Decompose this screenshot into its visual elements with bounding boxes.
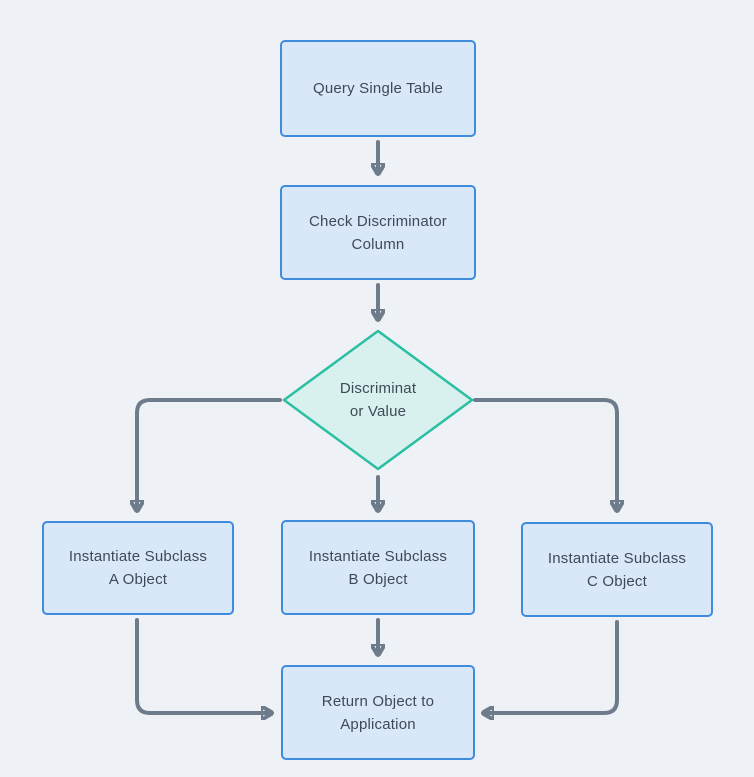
connector-decision-to-subclass-a <box>137 398 282 513</box>
node-label: Instantiate Subclass <box>68 548 208 565</box>
decision-diamond-icon <box>282 329 474 471</box>
node-label: Query Single Table <box>312 80 444 97</box>
node-label: or Value <box>349 403 407 420</box>
node-label: Discriminat <box>339 380 417 397</box>
node-label: A Object <box>108 571 168 588</box>
node-query-single-table: Query Single Table <box>280 40 476 137</box>
node-label: C Object <box>587 572 647 590</box>
node-label: Column <box>351 235 405 253</box>
node-label: Return Object to <box>321 692 435 710</box>
node-label: Instantiate Subclass <box>308 547 448 565</box>
connector-subclass-a-to-return <box>135 618 274 713</box>
node-label: Application <box>340 715 416 733</box>
node-instantiate-subclass-b: Instantiate Subclass B Object <box>281 520 475 615</box>
node-return-object-to-application: Return Object to Application <box>281 665 475 760</box>
node-label: Instantiate Subclass <box>547 549 687 567</box>
connector-subclass-c-to-return <box>481 620 619 713</box>
node-instantiate-subclass-c: Instantiate Subclass C Object <box>521 522 713 617</box>
node-label: Check Discriminator <box>309 212 447 230</box>
node-instantiate-subclass-a: Instantiate Subclass A Object <box>42 521 234 615</box>
node-discriminator-value-decision: Discriminat or Value <box>278 325 478 475</box>
node-label: B Object <box>348 570 408 588</box>
decision-label: Discriminat or Value <box>340 377 416 423</box>
node-check-discriminator-column: Check Discriminator Column <box>280 185 476 280</box>
connector-decision-to-subclass-c <box>473 398 617 513</box>
